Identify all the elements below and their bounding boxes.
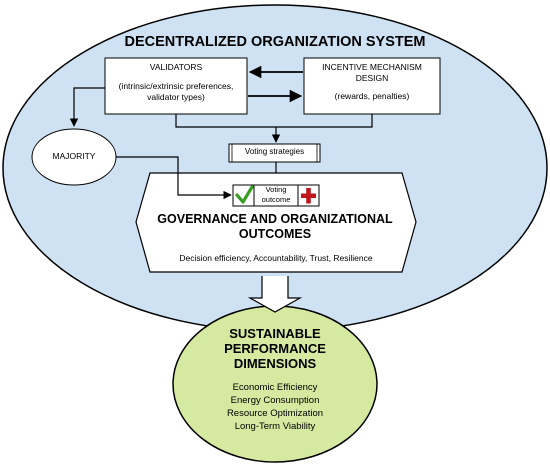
validators-down-line (175, 114, 373, 128)
validators-detail: (intrinsic/extrinsic preferences, valida… (118, 81, 234, 102)
majority-to-outcome-arrow (116, 156, 232, 200)
governance-to-sustainable-arrow (247, 276, 303, 313)
incentive-box (303, 57, 441, 115)
check-icon (235, 185, 254, 204)
governance-title: GOVERNANCE AND ORGANIZATIONAL OUTCOMES (157, 212, 393, 241)
sustainable-item-2: Resource Optimization (226, 408, 324, 419)
voting-strategies-label: Voting strategies (244, 147, 305, 156)
sustainable-item-1: Energy Consumption (230, 395, 320, 406)
validators-box (104, 57, 248, 115)
incentive-detail: (rewards, penalties) (334, 91, 410, 101)
sustainable-title: SUSTAINABLE PERFORMANCE DIMENSIONS (224, 326, 326, 371)
majority-label: MAJORITY (52, 151, 96, 161)
incentive-title: INCENTIVE MECHANISM DESIGN (322, 62, 422, 83)
governance-hexagon (135, 172, 417, 273)
voting-outcome-label: Voting outcome (261, 185, 291, 204)
cross-icon (301, 188, 316, 204)
sustainable-item-0: Economic Efficiency (232, 382, 318, 393)
system-title: DECENTRALIZED ORGANIZATION SYSTEM (124, 34, 426, 50)
sustainable-item-3: Long-Term Viability (234, 421, 316, 432)
voting-strategies-box (228, 143, 321, 163)
validators-to-majority-arrow (69, 87, 105, 127)
governance-detail: Decision efficiency, Accountability, Tru… (179, 253, 373, 263)
validators-title: VALIDATORS (149, 62, 203, 72)
